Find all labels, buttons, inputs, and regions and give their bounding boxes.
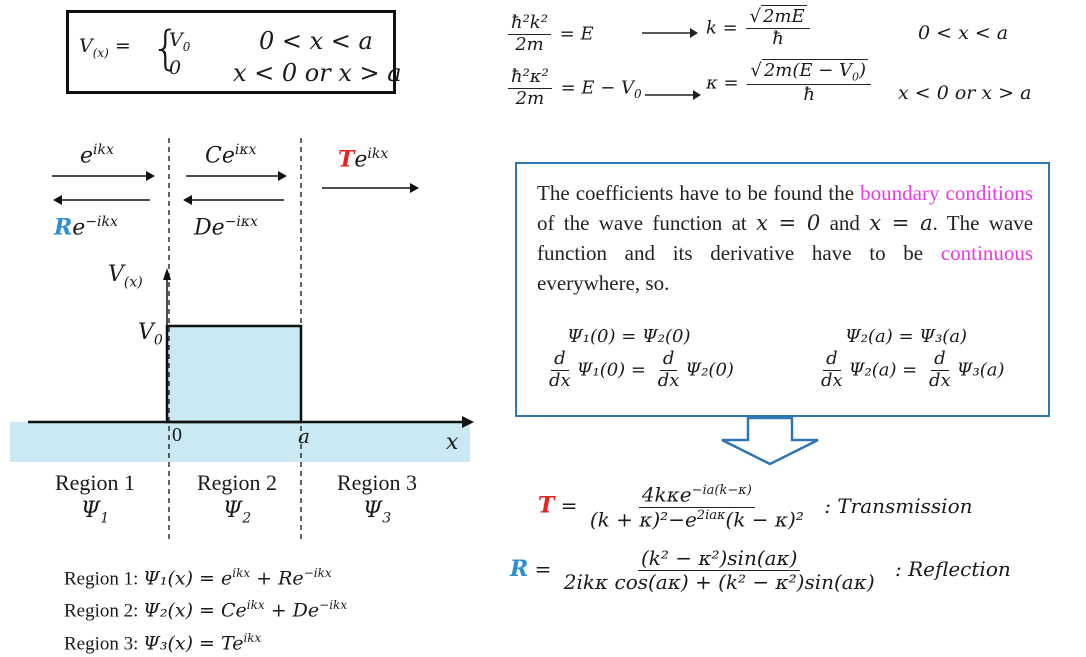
region-3-label: Region 3 Ψ3 (336, 470, 418, 527)
ground-band (10, 422, 470, 462)
k-condition: 0 < x < a (918, 22, 1009, 44)
barrier-height-label: V0 (138, 320, 163, 349)
brace: { (151, 21, 181, 75)
a-label: a (298, 424, 310, 448)
wavefunction-row-3: Region 3: Ψ₃(x) = Teikx (64, 630, 262, 654)
middle-forward-arrow (186, 171, 287, 181)
y-axis-label: V(x) (108, 262, 143, 291)
energy-row-1: ħ²k² 2m = E (505, 13, 594, 55)
case1-value: V0 (169, 29, 191, 54)
region-1-label: Region 1 Ψ1 (54, 470, 136, 527)
case2-condition: x < 0 or x > a (233, 59, 402, 87)
barrier-plot (10, 138, 474, 540)
continuity-right-1: Ψ₂(a) = Ψ₃(a) (845, 326, 968, 347)
reflection-equation: R = (k² − κ²)sin(aκ) 2ikκ cos(aκ) + (k² … (510, 546, 1011, 594)
continuity-left-1: Ψ₁(0) = Ψ₂(0) (567, 326, 691, 347)
x-axis-label: x (446, 430, 459, 455)
case1-condition: 0 < x < a (259, 27, 373, 55)
k-definition: k = √2mE ħ (706, 5, 813, 49)
energy-row-2: ħ²κ² 2m = E − V0 (505, 67, 642, 109)
origin-label: 0 (172, 424, 182, 446)
middle-forward-wave: Ceiκx (205, 142, 257, 169)
boundary-conditions-box: The coefficients have to be found the bo… (515, 162, 1050, 417)
arrow-to-k (642, 28, 698, 38)
transmission-equation: T = 4kκe−ia(k−κ) (k + κ)²−e2iaκ(k − κ)² … (538, 482, 973, 532)
hk-fraction: ħ²k² 2m (508, 13, 551, 55)
incident-arrow (52, 171, 155, 181)
wavefunction-list: Region 1: Ψ₁(x) = eikx + Re−ikx Region 2… (64, 560, 347, 657)
kappa-condition: x < 0 or x > a (898, 82, 1032, 104)
case2-value: 0 (169, 57, 182, 79)
potential-lhs: V(x) = (79, 35, 131, 60)
region-2-label: Region 2 Ψ2 (196, 470, 278, 527)
middle-back-arrow (183, 195, 284, 205)
potential-definition-box: V(x) = { V0 0 0 < x < a x < 0 or x > a (66, 10, 402, 94)
potential-barrier (165, 324, 303, 424)
x-axis-arrow (462, 416, 474, 428)
wavefunction-row-2: Region 2: Ψ₂(x) = Ceikx + De−ikx (64, 598, 348, 622)
arrow-to-kappa (645, 90, 701, 100)
reflected-arrow (53, 195, 150, 205)
transmitted-arrow (322, 183, 419, 193)
reflected-wave: Re−ikx (54, 214, 118, 241)
transmitted-wave: Teikx (338, 146, 389, 173)
down-arrow-icon (721, 416, 819, 466)
kappa-definition: κ = √2m(E − V0) ħ (706, 59, 874, 105)
incident-wave: eikx (80, 142, 114, 169)
boundary-conditions-text: The coefficients have to be found the bo… (537, 181, 1034, 295)
middle-back-wave: De−iκx (194, 214, 258, 241)
y-axis-arrow (163, 268, 171, 280)
wavefunction-row-1: Region 1: Ψ₁(x) = eikx + Re−ikx (64, 566, 332, 590)
